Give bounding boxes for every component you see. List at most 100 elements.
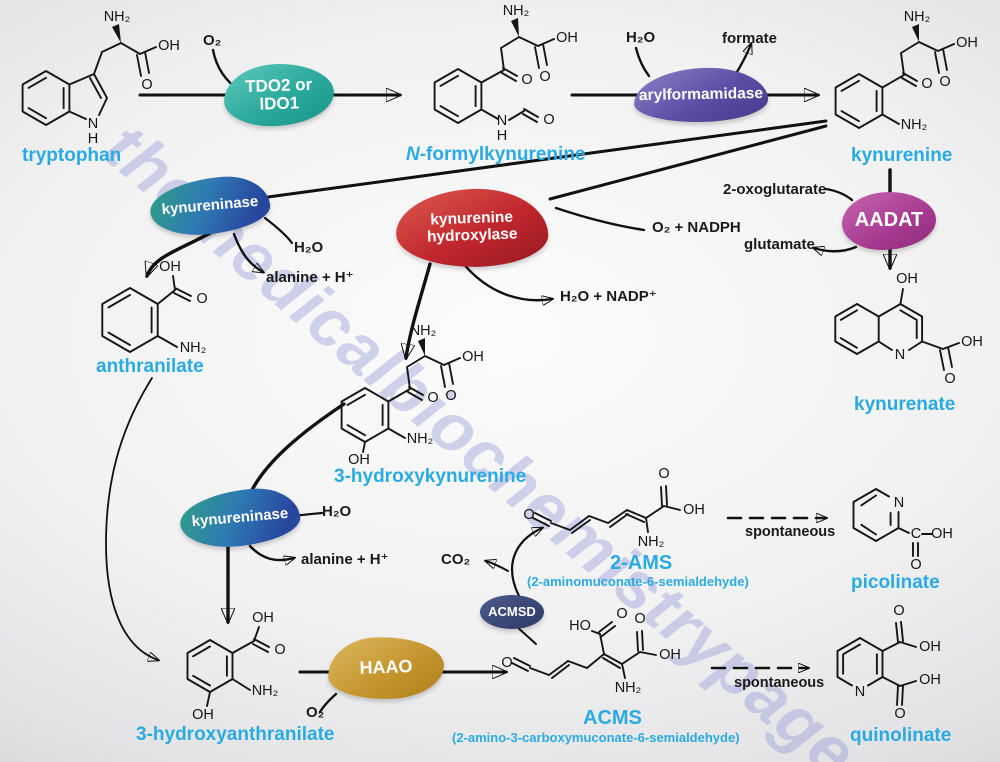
cofactor-formate: formate [722, 30, 778, 47]
enzyme-label: HAAO [359, 656, 413, 679]
atom-label: C [911, 526, 921, 542]
label-2ams-full-name: (2-aminomuconate-6-semialdehyde) [527, 574, 749, 589]
nfk-structure: O NH₂ OH O N H O [403, 3, 618, 164]
atom-label: OH [158, 38, 180, 54]
atom-label: O [539, 69, 550, 85]
atom-label: OH [462, 349, 484, 365]
atom-label: OH [252, 610, 274, 626]
label-nfk-prefix: N [406, 144, 420, 165]
cofactor-2-oxoglutarate: 2-oxoglutarate [723, 181, 827, 198]
arrow-h2o-nadp-out [460, 260, 552, 300]
label-nfk-rest: -formylkynurenine [419, 144, 586, 165]
cofactor-h2o-kynureninase2: H₂O [322, 503, 352, 520]
atom-label: O [427, 390, 438, 406]
label-spontaneous-1: spontaneous [745, 524, 836, 540]
atom-label: OH [556, 30, 578, 46]
enzyme-label: arylformamidase [638, 84, 764, 104]
cofactor-co2: CO₂ [441, 551, 471, 568]
atom-label: N [497, 113, 507, 129]
line-acms-to-acmsd [515, 625, 537, 645]
enzyme-label: AADAT [854, 209, 924, 232]
tryptophan-structure: N H NH₂ OH O [6, 9, 191, 165]
atom-label: OH [961, 334, 983, 350]
atom-label: NH₂ [410, 323, 437, 339]
label-3-hydroxyanthranilate: 3-hydroxyanthranilate [136, 724, 335, 745]
quinolinate-structure: N O OH OH O [824, 602, 959, 737]
curve-oxoglutarate-into-aadat [824, 187, 854, 202]
atom-label: NH₂ [615, 680, 642, 696]
enzyme-label: ACMSD [488, 603, 536, 619]
cofactor-o2-haao: O₂ [306, 704, 325, 721]
label-2ams: 2-AMS [610, 552, 673, 574]
atom-label: NH₂ [904, 9, 931, 25]
line-kynurenine-to-kynureninase [266, 119, 828, 199]
atom-label: O [141, 77, 152, 93]
arrow-glutamate-out [814, 245, 858, 251]
atom-label: O [501, 655, 512, 671]
atom-label: OH [896, 271, 918, 287]
atom-label: OH [348, 452, 370, 468]
curve-h2o-into-arylformamidase [634, 46, 651, 78]
enzyme-label-line: IDO1 [259, 93, 300, 114]
arrow-hydroxylase-to-3hk [406, 262, 432, 358]
curve-h2o-into-kynureninase1 [263, 216, 294, 245]
cofactor-alanine-2: alanine + H⁺ [301, 551, 389, 568]
kynurenate-structure: N OH OH O [826, 258, 996, 398]
line-kynurenine-to-hydroxylase [548, 124, 828, 201]
atom-label: OH [919, 672, 941, 688]
atom-label: O [893, 603, 904, 619]
atom-label: O [274, 642, 285, 658]
arrow-formate-out [735, 44, 751, 74]
atom-label: O [616, 606, 627, 622]
atom-label: NH₂ [407, 431, 434, 447]
atom-label: N [894, 495, 904, 511]
atom-label: NH₂ [503, 4, 530, 19]
cofactor-o2-nadph: O₂ + NADPH [652, 219, 741, 236]
arrow-alanine-out-2 [248, 544, 294, 560]
label-anthranilate: anthranilate [96, 356, 204, 377]
cofactor-h2o-kynureninase1: H₂O [294, 239, 324, 256]
curve-3hk-to-kynureninase2 [250, 402, 346, 492]
atom-label: O [445, 388, 456, 404]
atom-label: OH [159, 260, 181, 275]
cofactor-h2o-nadp: H₂O + NADP⁺ [560, 288, 657, 305]
picolinate-structure: N C OH O [838, 468, 958, 578]
enzyme-aadat: AADAT [842, 192, 936, 250]
curve-o2-nadph-into-hydroxylase [554, 206, 646, 232]
atom-label: H [88, 131, 98, 147]
label-acms-full-name: (2-amino-3-carboxymuconate-6-semialdehyd… [452, 730, 740, 745]
enzyme-label-line: hydroxylase [426, 225, 518, 246]
label-quinolinate: quinolinate [850, 725, 952, 746]
atom-label: O [521, 72, 532, 88]
curve-o2-into-haao [318, 692, 338, 714]
3-hydroxyanthranilate-structure: OH O NH₂ OH [168, 602, 328, 731]
anthranilate-structure: OH O NH₂ [85, 259, 240, 375]
label-n-formylkynurenine: N-formylkynurenine [406, 144, 586, 166]
atom-label: O [196, 291, 207, 307]
atom-label: NH₂ [901, 117, 928, 133]
atom-label: HO [569, 618, 591, 634]
atom-label: OH [931, 526, 953, 542]
label-kynurenate: kynurenate [854, 394, 956, 415]
atom-label: O [910, 557, 921, 573]
3-hydroxykynurenine-structure: O NH₂ OH O NH₂ OH [315, 322, 510, 477]
atom-label: NH₂ [638, 534, 665, 550]
atom-label: OH [192, 707, 214, 723]
cofactor-glutamate: glutamate [744, 236, 815, 253]
arrow-alanine-out-1 [232, 232, 263, 272]
arrow-anthranilate-to-3ha [105, 377, 158, 660]
acms-structure: O HO O NH₂ O OH [498, 606, 703, 721]
atom-label: OH [659, 647, 681, 663]
label-tryptophan: tryptophan [22, 145, 122, 166]
atom-label: N [855, 684, 865, 700]
atom-label: O [921, 76, 932, 92]
atom-label: N [88, 116, 98, 132]
arrow-acmsd-to-2ams [511, 528, 542, 598]
cofactor-o2-tdo: O₂ [203, 32, 222, 49]
label-spontaneous-2: spontaneous [734, 675, 825, 691]
atom-label: O [634, 611, 645, 627]
label-acms: ACMS [583, 707, 642, 729]
cofactor-h2o-arylformamidase: H₂O [626, 29, 656, 46]
